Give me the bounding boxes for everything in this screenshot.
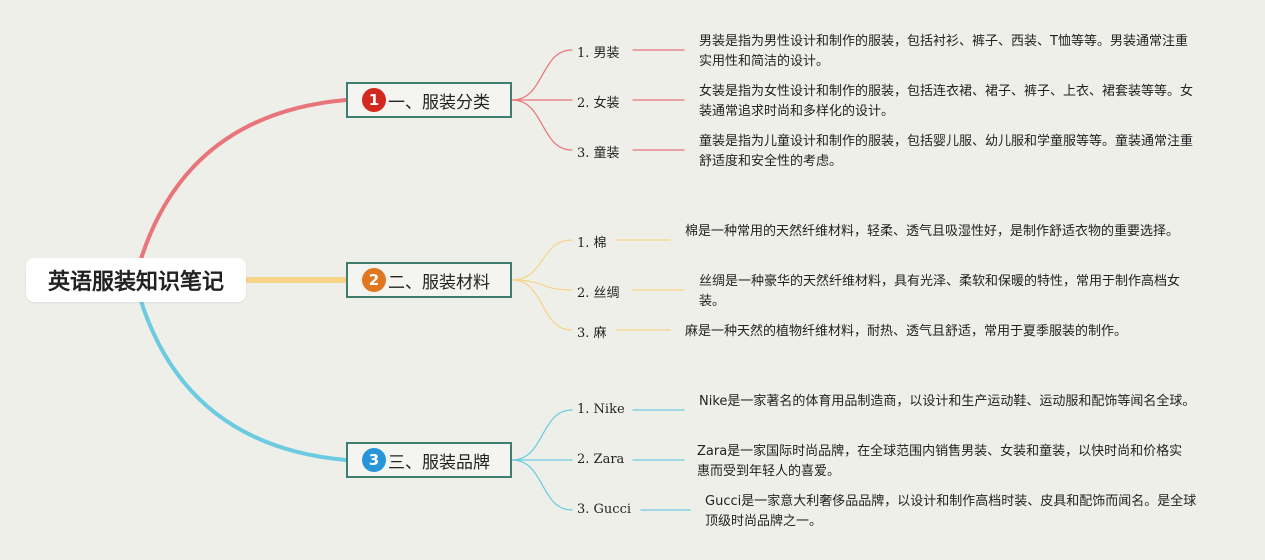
leaf-gucci[interactable]: 3. Gucci — [577, 502, 632, 517]
branch-link — [511, 279, 573, 291]
branch-link — [511, 239, 573, 281]
leaf-cotton[interactable]: 1. 棉 — [577, 236, 607, 251]
branch-link — [511, 279, 573, 331]
leaf-womenswear[interactable]: 2. 女装 — [577, 96, 620, 111]
branch-link — [511, 409, 573, 461]
desc-menswear: 男装是指为男性设计和制作的服装，包括衬衫、裤子、西装、T恤等等。男装通常注重实用… — [699, 34, 1188, 69]
branch-label: 二、服装材料 — [388, 272, 490, 293]
branch-link — [511, 459, 573, 511]
root-topic[interactable]: 英语服装知识笔记 — [26, 258, 246, 302]
branch-clothing-categories[interactable]: 1 一、服装分类 — [346, 82, 512, 118]
branch-label: 一、服装分类 — [388, 92, 490, 113]
root-title: 英语服装知识笔记 — [47, 270, 224, 295]
desc-nike: Nike是一家著名的体育用品制造商，以设计和生产运动鞋、运动服和配饰等闻名全球。 — [699, 394, 1196, 409]
desc-childrenswear: 童装是指为儿童设计和制作的服装，包括婴儿服、幼儿服和学童服等等。童装通常注重舒适… — [699, 134, 1194, 169]
leaf-nike[interactable]: 1. Nike — [577, 402, 625, 417]
desc-zara: Zara是一家国际时尚品牌，在全球范围内销售男装、女装和童装，以快时尚和价格实惠… — [697, 444, 1183, 479]
branch-clothing-brands[interactable]: 3 三、服装品牌 — [346, 442, 512, 478]
leaf-silk[interactable]: 2. 丝绸 — [577, 286, 620, 301]
number-badge-icon: 2 — [362, 268, 386, 292]
branch-label: 三、服装品牌 — [388, 452, 490, 473]
root-link-3 — [138, 296, 348, 462]
branch-link — [511, 49, 573, 101]
desc-womenswear: 女装是指为女性设计和制作的服装，包括连衣裙、裙子、裤子、上衣、裙套装等等。女装通… — [699, 84, 1194, 119]
leaf-childrenswear[interactable]: 3. 童装 — [577, 146, 620, 161]
leaf-linen[interactable]: 3. 麻 — [577, 326, 607, 341]
branch-link — [511, 99, 573, 151]
leaf-menswear[interactable]: 1. 男装 — [577, 46, 620, 61]
number-badge-icon: 3 — [362, 448, 386, 472]
desc-silk: 丝绸是一种豪华的天然纤维材料，具有光泽、柔软和保暖的特性，常用于制作高档女装。 — [699, 274, 1181, 309]
root-link-1 — [138, 98, 348, 264]
desc-gucci: Gucci是一家意大利奢侈品品牌，以设计和制作高档时装、皮具和配饰而闻名。是全球… — [705, 494, 1197, 529]
desc-cotton: 棉是一种常用的天然纤维材料，轻柔、透气且吸湿性好，是制作舒适衣物的重要选择。 — [685, 224, 1180, 239]
branch-clothing-materials[interactable]: 2 二、服装材料 — [346, 262, 512, 298]
number-badge-icon: 1 — [362, 88, 386, 112]
desc-linen: 麻是一种天然的植物纤维材料，耐热、透气且舒适，常用于夏季服装的制作。 — [685, 324, 1128, 339]
leaf-zara[interactable]: 2. Zara — [577, 452, 625, 467]
